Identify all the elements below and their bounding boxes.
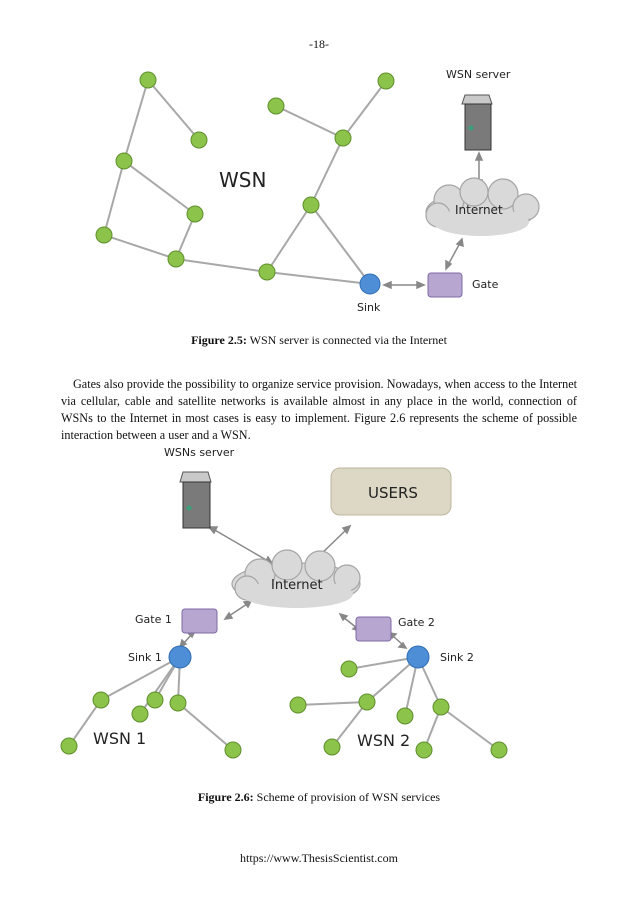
caption-label: Figure 2.5: (191, 333, 247, 347)
server-label: WSNs server (164, 446, 235, 459)
sink-node-icon (359, 273, 381, 295)
gate-1-label: Gate 1 (135, 613, 172, 626)
sensor-node-icon (186, 205, 204, 223)
caption-label: Figure 2.6: (197, 790, 254, 804)
sensor-node-icon (169, 694, 187, 712)
wsn-label: WSN (219, 168, 266, 192)
internet-label: Internet (271, 578, 323, 593)
sensor-node-icon (167, 250, 185, 268)
server-icon (461, 94, 493, 151)
sensor-node-icon (95, 226, 113, 244)
sensor-node-icon (258, 263, 276, 281)
sensor-node-icon (115, 152, 133, 170)
sensor-node-icon (289, 696, 307, 714)
figure-2-5-diagram: WSN WSN server Internet Gate Sink (95, 68, 540, 314)
wsn-nodes (60, 660, 508, 759)
sensor-node-icon (415, 741, 433, 759)
wsn-nodes (95, 71, 395, 281)
footer-url: https://www.ThesisScientist.com (240, 851, 398, 865)
sink-label: Sink (357, 301, 381, 314)
sink-1-icon (168, 645, 192, 669)
gate-label: Gate (472, 278, 499, 291)
sensor-node-icon (190, 131, 208, 149)
caption-text: Scheme of provision of WSN services (253, 790, 441, 804)
users-label: USERS (368, 484, 418, 502)
sensor-node-icon (146, 691, 164, 709)
sensor-node-icon (60, 737, 78, 755)
sensor-node-icon (377, 72, 395, 90)
internet-cloud-icon (231, 549, 361, 608)
server-icon (179, 471, 212, 529)
wsn-1-label: WSN 1 (93, 729, 146, 748)
sensor-node-icon (131, 705, 149, 723)
sensor-node-icon (432, 698, 450, 716)
sensor-node-icon (334, 129, 352, 147)
sensor-node-icon (396, 707, 414, 725)
gate-2-label: Gate 2 (398, 616, 435, 629)
body-paragraph: Gates also provide the possibility to or… (61, 377, 577, 442)
sensor-node-icon (302, 196, 320, 214)
sensor-node-icon (224, 741, 242, 759)
wsn-2-label: WSN 2 (357, 731, 410, 750)
sink-2-label: Sink 2 (440, 651, 474, 664)
sensor-node-icon (323, 738, 341, 756)
page-number: -18- (309, 37, 329, 51)
server-label: WSN server (446, 68, 511, 81)
internet-cloud-icon (425, 177, 540, 236)
users-box (330, 467, 452, 516)
gate-icon (427, 272, 463, 298)
sensor-node-icon (490, 741, 508, 759)
sensor-node-icon (358, 693, 376, 711)
gate-1-icon (181, 608, 218, 634)
sensor-node-icon (139, 71, 157, 89)
fig2-arrows (178, 524, 408, 649)
gate-2-icon (355, 616, 392, 642)
caption-text: WSN server is connected via the Internet (246, 333, 447, 347)
sensor-node-icon (92, 691, 110, 709)
internet-label: Internet (455, 203, 503, 217)
figure-2-6-caption: Figure 2.6: Scheme of provision of WSN s… (0, 790, 638, 805)
wsn-links (103, 79, 387, 285)
sensor-node-icon (340, 660, 358, 678)
figure-2-5-caption: Figure 2.5: WSN server is connected via … (0, 333, 638, 348)
sensor-node-icon (267, 97, 285, 115)
sink-2-icon (406, 645, 430, 669)
sink-1-label: Sink 1 (128, 651, 162, 664)
